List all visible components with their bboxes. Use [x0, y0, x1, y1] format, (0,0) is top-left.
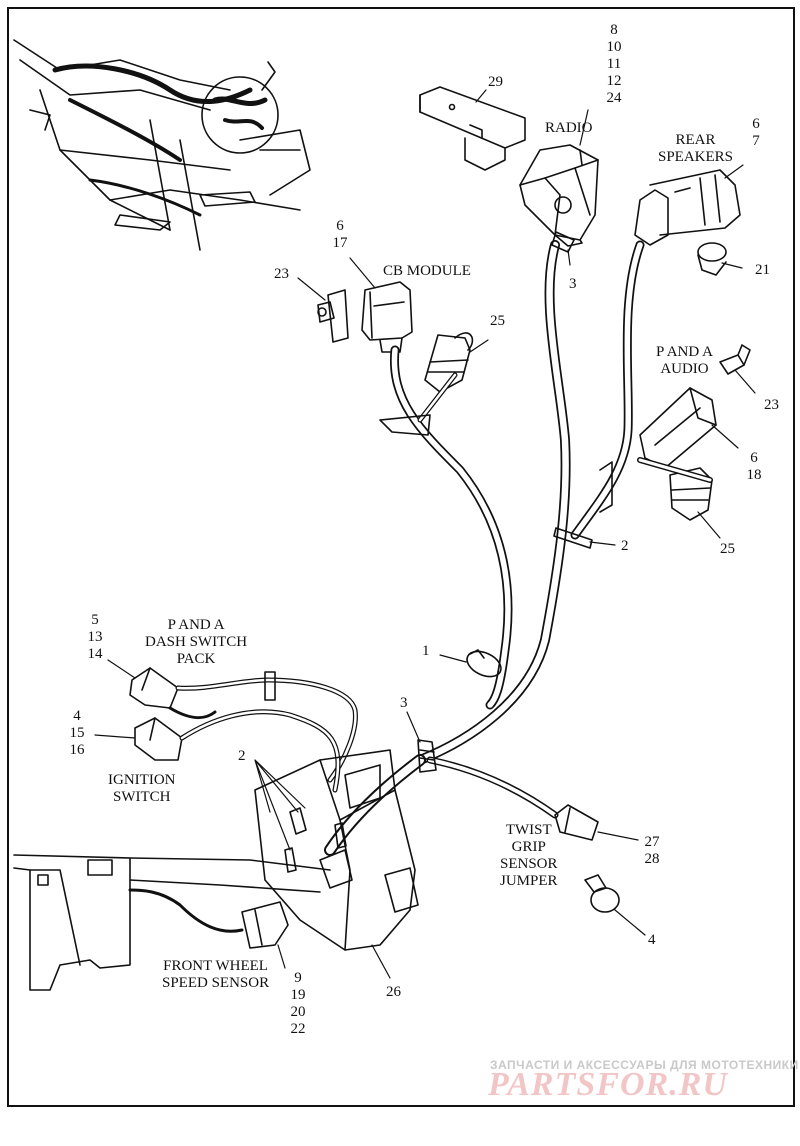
callout-24: 24	[606, 90, 622, 106]
twist-line-3: SENSOR	[500, 856, 558, 872]
rear-speakers-line-1: REAR	[675, 132, 716, 148]
ignition-switch-connector	[134, 709, 341, 793]
callout-16: 16	[69, 742, 85, 758]
front-wheel-line-1: FRONT WHEEL	[163, 958, 268, 974]
twist-line-1: TWIST	[505, 822, 552, 838]
callout-twist-group: 27 28	[640, 834, 664, 868]
callout-cb-group: 6 17	[330, 218, 350, 252]
junction-housing-26	[254, 749, 419, 951]
front-wheel-label: FRONT WHEEL SPEED SENSOR	[162, 958, 269, 992]
audio-line-2: AUDIO	[660, 361, 709, 377]
callout-4-ign: 4	[73, 708, 81, 724]
bracket-23-left	[317, 289, 349, 343]
callout-5: 5	[91, 612, 99, 628]
ignition-line-1: IGNITION	[108, 772, 176, 788]
watermark-tagline: ЗАПЧАСТИ И АКСЕССУАРЫ ДЛЯ МОТОТЕХНИКИ	[490, 1058, 799, 1072]
callout-2-right: 2	[621, 538, 629, 554]
cable-strap-1	[466, 649, 502, 678]
rear-speakers-label: REAR SPEAKERS	[658, 132, 733, 166]
cb-module-label: CB MODULE	[383, 263, 471, 279]
callout-ignition-group: 4 15 16	[66, 708, 88, 759]
twist-grip-connector	[554, 804, 599, 841]
callout-23-left: 23	[274, 266, 289, 282]
twist-line-2: GRIP	[511, 839, 546, 855]
callout-4-right: 4	[648, 932, 656, 948]
callout-11: 11	[606, 56, 622, 72]
callout-14: 14	[87, 646, 103, 662]
callout-21: 21	[755, 262, 770, 278]
audio-plug-23	[719, 344, 751, 375]
callout-2-left: 2	[238, 748, 246, 764]
ignition-switch-label: IGNITION SWITCH	[108, 772, 175, 806]
callout-6-audio: 6	[750, 450, 758, 466]
callout-3-top: 3	[569, 276, 577, 292]
callout-6-cb: 6	[336, 218, 344, 234]
callout-13: 13	[87, 629, 103, 645]
dash-switch-label: P AND A DASH SWITCH PACK	[145, 617, 247, 668]
clip-3-mid	[417, 739, 437, 773]
callout-rear-speaker-group: 6 7	[748, 116, 764, 150]
callout-7: 7	[752, 133, 760, 149]
cb-module-connector	[361, 281, 413, 353]
plug-21	[697, 242, 727, 276]
callout-10: 10	[606, 39, 622, 55]
leader-lines	[94, 89, 756, 979]
callout-17: 17	[332, 235, 348, 251]
dash-line-1: P AND A	[167, 617, 225, 633]
clip-4-right	[584, 874, 620, 913]
bracket-29	[419, 86, 526, 171]
p-and-a-audio-label: P AND A AUDIO	[656, 344, 713, 378]
dash-line-2: DASH SWITCH	[145, 634, 248, 650]
front-wheel-sensor-connector	[128, 888, 289, 949]
ignition-line-2: SWITCH	[112, 789, 171, 805]
callout-18: 18	[746, 467, 762, 483]
callout-6-rs: 6	[752, 116, 760, 132]
callout-26: 26	[386, 984, 401, 1000]
callout-27: 27	[644, 834, 660, 850]
callout-radio-group: 8 10 11 12 24	[602, 22, 626, 107]
callout-dash-group: 5 13 14	[84, 612, 106, 663]
callout-1: 1	[422, 643, 430, 659]
dash-line-3: PACK	[176, 651, 216, 667]
callout-audio-group: 6 18	[742, 450, 766, 484]
twist-grip-label: TWIST GRIP SENSOR JUMPER	[500, 822, 558, 890]
boot-25-top	[424, 332, 474, 393]
callout-8: 8	[610, 22, 618, 38]
motorcycle-frame-thumbnail	[13, 39, 311, 251]
dash-switch-connector	[129, 667, 358, 783]
front-wheel-line-2: SPEED SENSOR	[162, 975, 270, 991]
callout-15: 15	[69, 725, 85, 741]
cable-tie-2-right	[553, 527, 593, 549]
audio-line-1: P AND A	[656, 344, 713, 360]
callout-23-right: 23	[764, 397, 779, 413]
fairing-bracket	[13, 854, 331, 991]
callout-3-mid: 3	[400, 695, 408, 711]
callout-9: 9	[294, 970, 302, 986]
callout-front-wheel-group: 9 19 20 22	[286, 970, 310, 1038]
rear-speakers-connector	[634, 169, 741, 246]
radio-label: RADIO	[545, 120, 593, 136]
callout-19: 19	[290, 987, 306, 1003]
callout-20: 20	[290, 1004, 306, 1020]
rear-speakers-line-2: SPEAKERS	[658, 149, 734, 165]
radio-connector	[519, 144, 599, 247]
twist-line-4: JUMPER	[500, 873, 558, 889]
callout-25-top: 25	[490, 313, 505, 329]
audio-connector	[639, 387, 717, 469]
callout-28: 28	[644, 851, 660, 867]
boot-25-right	[669, 467, 713, 521]
callout-22: 22	[290, 1021, 306, 1037]
callout-25-right: 25	[720, 541, 735, 557]
main-harness	[324, 240, 713, 856]
watermark-logo: PARTSFOR.RU	[488, 1066, 728, 1103]
callout-12: 12	[606, 73, 622, 89]
callout-29: 29	[488, 74, 503, 90]
